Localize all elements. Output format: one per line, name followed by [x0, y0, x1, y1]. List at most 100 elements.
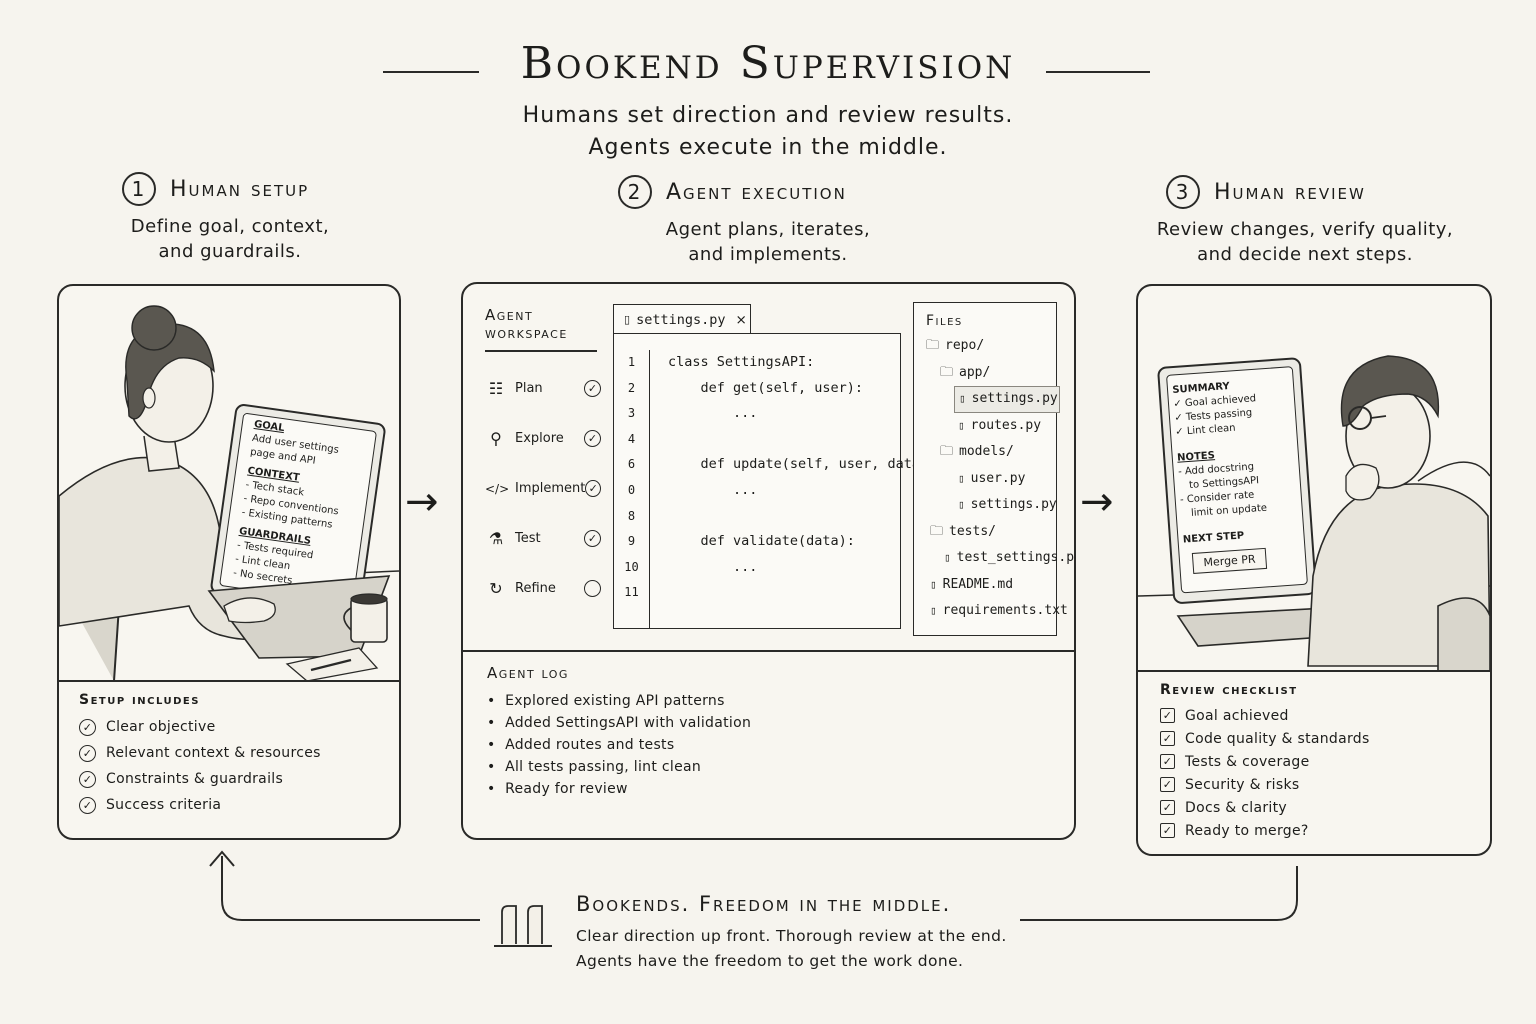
agent-log-text: Added SettingsAPI with validation [505, 715, 752, 731]
file-tree-label: models/ [959, 444, 1014, 459]
line-number: 9 [627, 534, 636, 549]
review-checklist-item[interactable]: ✓Code quality & standards [1160, 727, 1370, 750]
file-tree-item-routes[interactable]: ▯ routes.py [926, 413, 1056, 440]
review-checklist-item[interactable]: ✓ Tests & coverage [1160, 750, 1370, 773]
footer-line-1: Clear direction up front. Thorough revie… [576, 927, 1007, 945]
setup-item: ✓Relevant context & resources [79, 740, 321, 766]
file-icon: ▯ [958, 418, 965, 432]
review-checklist-item[interactable]: ✓Docs & clarity [1160, 796, 1370, 819]
workspace-label-1: Agent [485, 306, 534, 324]
workspace-step-label: Plan [515, 381, 543, 396]
tab-close-icon[interactable]: × [735, 311, 747, 328]
step-1-title: Human setup [170, 176, 310, 202]
step-2-desc-line-1: Agent plans, iterates, [665, 219, 871, 240]
agent-log-text: Explored existing API patterns [505, 693, 725, 709]
workspace-step-refine[interactable]: ↻Refine [485, 564, 601, 614]
check-circle-icon: ✓ [79, 718, 96, 736]
code-line [668, 427, 936, 453]
file-icon: ▯ [930, 577, 937, 591]
line-number: 8 [627, 508, 636, 523]
agent-log-item: • All tests passing, lint clean [487, 759, 702, 775]
step-2-heading: 2 Agent execution Agent plans, iterates,… [568, 175, 968, 267]
workspace-step-implement[interactable]: </>Implement✓ [485, 464, 601, 514]
review-checklist-label: Review checklist [1160, 682, 1298, 698]
empty-circle-icon [584, 580, 601, 597]
file-tree-label: app/ [959, 364, 991, 380]
file-tree-item-readme[interactable]: ▯README.md [926, 572, 1056, 599]
arrow-right-icon: → [405, 479, 439, 525]
file-tree-item-model-settings[interactable]: ▯settings.py [926, 492, 1057, 519]
setup-item: ✓Clear objective [79, 714, 321, 740]
review-item-label: Code quality & standards [1185, 730, 1370, 747]
refresh-icon: ↻ [489, 579, 503, 598]
review-item-label: Security & risks [1185, 776, 1300, 793]
check-circle-icon: ✓ [79, 744, 96, 762]
step-3-description: Review changes, verify quality, and deci… [1140, 217, 1470, 267]
workspace-step-label: Test [515, 531, 541, 546]
file-tree-label: repo/ [945, 338, 985, 353]
code-line: ... [668, 405, 758, 422]
flask-icon: ⚗ [488, 529, 504, 548]
file-tree-item-tests[interactable]: 🗀tests/ [926, 519, 1056, 546]
page-subtitle: Humans set direction and review results.… [0, 100, 1536, 164]
step-2-title: Agent execution [666, 179, 847, 205]
file-tree-item-repo[interactable]: 🗀 repo/ [926, 333, 1056, 360]
review-checklist-item[interactable]: ✓Security & risks [1160, 773, 1370, 796]
workspace-divider [485, 350, 597, 352]
workspace-step-plan[interactable]: ☷Plan✓ [485, 364, 601, 414]
search-icon: ⚲ [490, 429, 502, 448]
review-item-label: Tests & coverage [1185, 753, 1310, 770]
agent-log-item: • Added routes and tests [487, 737, 675, 753]
review-checklist-item[interactable]: ✓Goal achieved [1160, 704, 1370, 727]
page-title: Bookend Supervision [520, 38, 1016, 89]
code-line: def validate(data): [668, 533, 855, 550]
checkbox-checked-icon: ✓ [1160, 800, 1175, 815]
step-3-number: 3 [1166, 175, 1200, 209]
file-tree-label: user.py [970, 470, 1026, 486]
file-tree-item-requirements[interactable]: ▯requirements.txt [926, 598, 1068, 625]
next-step-label: NEXT STEP [1182, 530, 1245, 546]
file-tree-label: routes.py [970, 417, 1042, 433]
agent-log-text: All tests passing, lint clean [505, 759, 702, 775]
step-3-title: Human review [1214, 179, 1366, 205]
agent-divider [463, 650, 1074, 652]
list-icon: ☷ [488, 379, 504, 398]
folder-icon: 🗀 [926, 338, 940, 353]
step-3-title-row: 3 Human review [1166, 175, 1470, 209]
agent-panel: Agent workspace ☷Plan✓ ⚲Explore✓ </>Impl… [461, 282, 1076, 840]
file-tree-item-settings-selected[interactable]: ▯settings.py [954, 386, 1060, 413]
file-tree-item-user[interactable]: ▯ user.py [926, 466, 1056, 493]
workspace-step-label: Explore [515, 431, 564, 446]
file-tree-item-app[interactable]: 🗀 app/ [926, 360, 1056, 387]
step-1-title-row: 1 Human setup [122, 172, 400, 206]
file-icon: ▯ [958, 471, 965, 485]
line-number: 3 [627, 406, 636, 421]
review-screen-text: SUMMARY ✓ Goal achieved ✓ Tests passing … [1172, 376, 1305, 575]
line-number: 2 [627, 380, 636, 395]
file-tree-label: test_settings.py [956, 550, 1076, 565]
code-line: ... [668, 481, 758, 498]
file-tree-item-models[interactable]: 🗀models/ [926, 439, 1056, 466]
file-icon: ▯ [944, 551, 951, 564]
file-tree-item-test-settings[interactable]: ▯ test_settings.py [926, 545, 1074, 572]
file-icon: ▯ [959, 392, 966, 405]
code-editor[interactable]: 1 2 3 4 6 0 8 9 10 11 class SettingsAPI:… [613, 333, 936, 629]
footer-line-2: Agents have the freedom to get the work … [576, 952, 964, 970]
line-number: 1 [627, 355, 636, 369]
review-checklist-item[interactable]: ✓Ready to merge? [1160, 819, 1370, 842]
review-item-label: Ready to merge? [1185, 822, 1309, 839]
editor-tab[interactable]: ▯ settings.py × [613, 304, 751, 334]
step-1-description: Define goal, context, and guardrails. [60, 214, 400, 264]
step-2-title-row: 2 Agent execution [618, 175, 968, 209]
code-line [668, 504, 936, 530]
code-line: def get(self, user): [668, 379, 864, 396]
checkbox-checked-icon: ✓ [1160, 754, 1175, 769]
file-icon: ▯ [624, 313, 631, 326]
review-panel: SUMMARY ✓ Goal achieved ✓ Tests passing … [1136, 284, 1492, 856]
workspace-step-explore[interactable]: ⚲Explore✓ [485, 414, 601, 464]
workspace-step-test[interactable]: ⚗Test✓ [485, 514, 601, 564]
folder-icon: 🗀 [940, 364, 954, 380]
agent-workspace: Agent workspace ☷Plan✓ ⚲Explore✓ </>Impl… [485, 306, 601, 614]
setup-item: ✓Success criteria [79, 792, 321, 818]
agent-log-item: • Added SettingsAPI with validation [487, 715, 752, 731]
